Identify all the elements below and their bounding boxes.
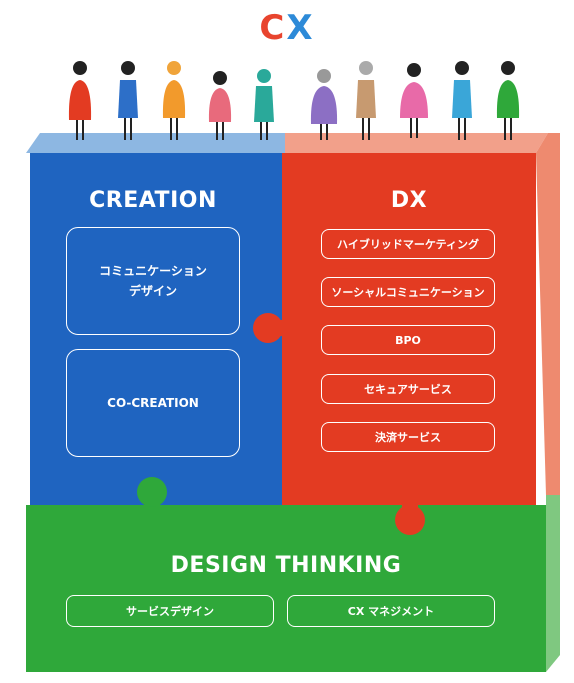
side-face-red — [536, 133, 560, 495]
person-icon — [452, 61, 472, 140]
design-thinking-item-cx-management: CX マネジメント — [287, 595, 495, 627]
person-icon — [162, 61, 186, 140]
dx-panel — [282, 153, 536, 505]
cx-logo: CX — [0, 8, 574, 48]
person-icon — [208, 71, 232, 140]
design-thinking-item-service-design: サービスデザイン — [66, 595, 274, 627]
logo-letter-c: C — [259, 8, 287, 48]
dx-item-hybrid-marketing: ハイブリッドマーケティング — [321, 229, 495, 259]
person-icon — [68, 61, 92, 140]
person-icon — [496, 61, 520, 140]
person-icon — [254, 69, 274, 140]
creation-panel — [30, 153, 284, 505]
side-face-green — [546, 495, 560, 672]
dx-item-social-communication: ソーシャルコミュニケーション — [321, 277, 495, 307]
dx-item-payment-service: 決済サービス — [321, 422, 495, 452]
creation-box-co-creation: CO-CREATION — [66, 349, 240, 457]
creation-title: CREATION — [89, 188, 217, 213]
dx-title: DX — [390, 188, 428, 213]
creation-box-communication-design: コミュニケーション デザイン — [66, 227, 240, 335]
dx-item-bpo: BPO — [321, 325, 495, 355]
design-thinking-panel — [26, 505, 546, 672]
person-icon — [310, 69, 338, 140]
top-face-blue — [26, 133, 285, 153]
puzzle-knob-red-neck — [268, 320, 284, 336]
dx-item-secure-service: セキュアサービス — [321, 374, 495, 404]
design-thinking-title: DESIGN THINKING — [170, 553, 402, 578]
person-icon — [400, 63, 428, 138]
puzzle-knob-green-neck — [144, 492, 160, 506]
person-icon — [356, 61, 376, 140]
logo-letter-x: X — [286, 8, 315, 48]
top-face-red — [285, 133, 548, 153]
people-row — [68, 61, 520, 140]
person-icon — [118, 61, 138, 140]
puzzle-knob-red-bottom-neck — [402, 504, 418, 518]
